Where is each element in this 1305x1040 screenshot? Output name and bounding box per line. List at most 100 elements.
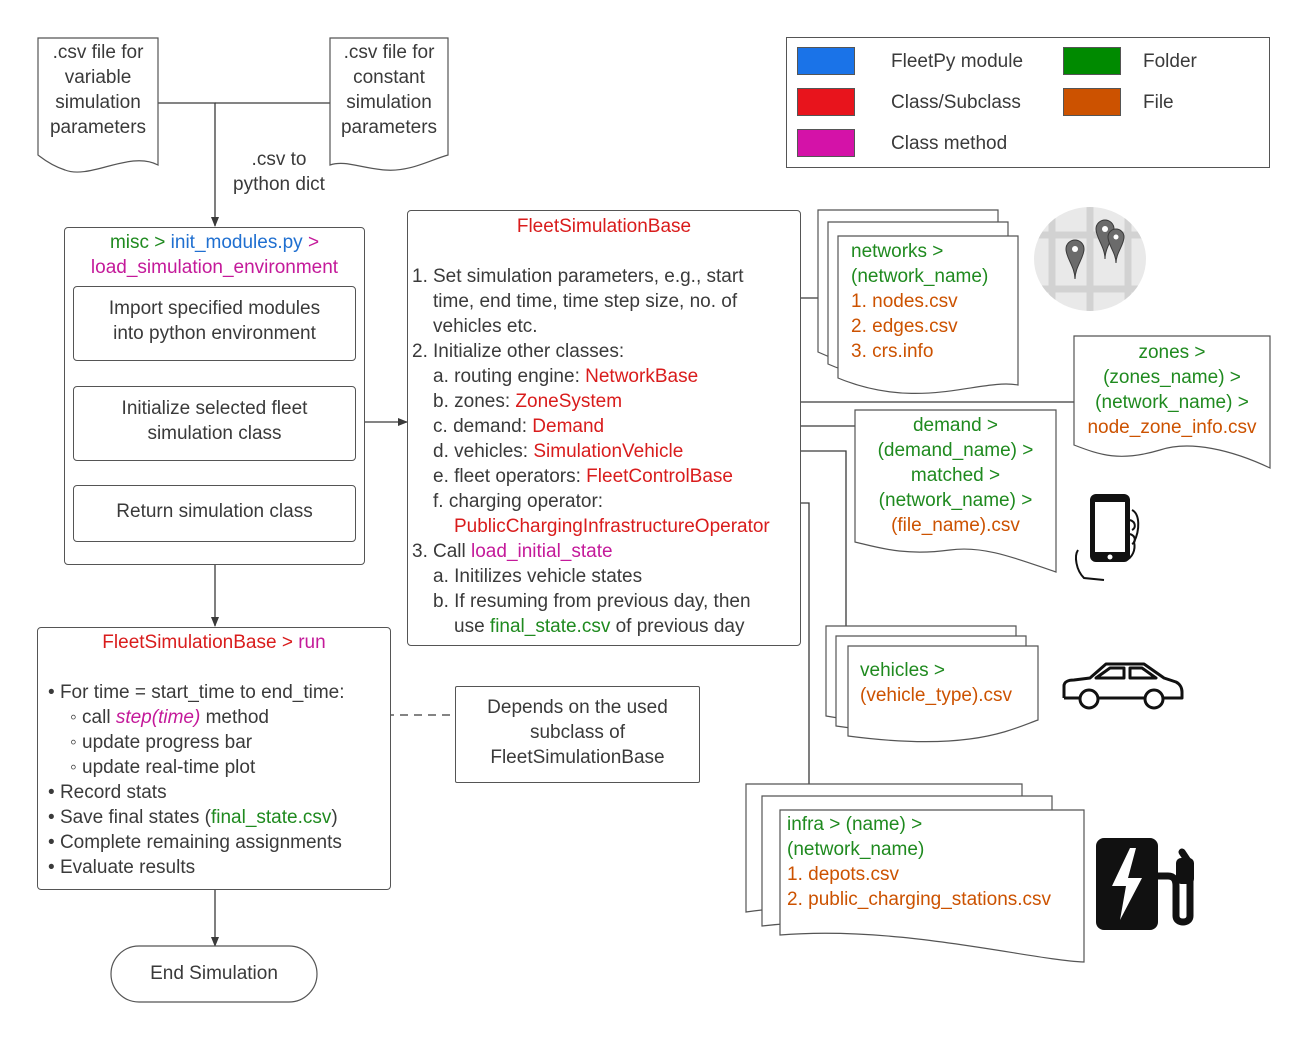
- fsb-line: a. Initilizes vehicle states: [433, 564, 642, 589]
- fsb-title: FleetSimulationBase: [516, 216, 692, 237]
- item-label: charging operator:: [448, 491, 604, 512]
- folder-name: (demand_name) >: [877, 440, 1034, 461]
- run-bullet: • Record stats: [48, 780, 167, 805]
- folder-name: (network_name) >: [1095, 392, 1249, 413]
- item-label: zones:: [454, 391, 516, 412]
- fsb-line: b. If resuming from previous day, then: [433, 589, 751, 614]
- file-name: (vehicle_type).csv: [860, 685, 1013, 706]
- list-number: 2.: [412, 341, 428, 362]
- item-label: Initilizes vehicle states: [454, 566, 643, 587]
- item-label: routing engine:: [454, 366, 586, 387]
- conversion-label: .csv to: [251, 149, 307, 170]
- list-number: 3.: [412, 541, 428, 562]
- variable-csv-line: parameters: [49, 117, 147, 138]
- run-text: method: [200, 707, 269, 728]
- run-sub-bullet: ◦ update progress bar: [70, 730, 252, 755]
- file-final-state: final_state.csv: [210, 807, 332, 828]
- folder-name: matched >: [910, 465, 1001, 486]
- folder-name: networks >: [851, 241, 944, 262]
- method-run: run: [298, 632, 326, 653]
- legend-label: Folder: [1143, 51, 1197, 72]
- folder-name: infra > (name) >: [787, 814, 923, 835]
- note-text: Depends on the used: [487, 697, 668, 718]
- file-entry: 1. nodes.csv: [851, 289, 958, 314]
- step-return-simulation-class: Return simulation class: [73, 485, 356, 542]
- class-name: SimulationVehicle: [533, 441, 684, 462]
- folder-name: zones >: [1138, 342, 1206, 363]
- run-sub-bullet: ◦ call step(time) method: [70, 705, 269, 730]
- class-name: ZoneSystem: [515, 391, 623, 412]
- bullet-icon: •: [48, 857, 55, 878]
- legend-swatch-folder: [1063, 47, 1121, 75]
- legend-swatch-file: [1063, 88, 1121, 116]
- class-name: NetworkBase: [585, 366, 699, 387]
- module-init-modules: init_modules.py: [170, 232, 303, 253]
- run-text: update real-time plot: [82, 757, 256, 778]
- init-item-routing: a. routing engine: NetworkBase: [433, 364, 698, 389]
- note-text: FleetSimulationBase: [490, 747, 665, 768]
- run-text: Record stats: [59, 782, 167, 803]
- folder-name: vehicles >: [860, 660, 946, 681]
- run-text: update progress bar: [82, 732, 253, 753]
- depends-note: Depends on the used subclass of FleetSim…: [455, 686, 700, 783]
- list-mark: a.: [433, 566, 449, 587]
- run-block: FleetSimulationBase > run • For time = s…: [37, 627, 391, 890]
- file-entry: 2. public_charging_stations.csv: [787, 887, 1051, 912]
- init-modules-block: misc > init_modules.py > load_simulation…: [64, 227, 365, 565]
- item-label: fleet operators:: [454, 466, 587, 487]
- list-mark: d.: [433, 441, 449, 462]
- file-name: (file_name).csv: [891, 515, 1020, 536]
- legend: FleetPy module Folder Class/Subclass Fil…: [786, 37, 1270, 168]
- legend-label: Class method: [891, 133, 1008, 154]
- file-entry: 2. edges.csv: [851, 314, 958, 339]
- file-name: nodes.csv: [872, 291, 958, 312]
- init-item-demand: c. demand: Demand: [433, 414, 604, 439]
- file-number: 1.: [851, 291, 867, 312]
- file-number: 3.: [851, 341, 867, 362]
- item-label: use: [454, 616, 490, 637]
- file-name: crs.info: [872, 341, 934, 362]
- fsb-line: Call load_initial_state: [433, 539, 613, 564]
- run-text: Save final states (: [59, 807, 211, 828]
- file-name: node_zone_info.csv: [1087, 417, 1257, 438]
- method-load-simulation-environment: load_simulation_environment: [90, 257, 339, 278]
- init-item-charging: f. charging operator:: [433, 489, 603, 514]
- class-name: FleetControlBase: [586, 466, 733, 487]
- folder-name: (network_name) >: [878, 490, 1033, 511]
- file-number: 2.: [851, 316, 867, 337]
- step-import-modules: Import specified modules into python env…: [73, 286, 356, 361]
- list-mark: e.: [433, 466, 449, 487]
- run-bullet: • Save final states (final_state.csv): [48, 805, 338, 830]
- bullet-icon: •: [48, 682, 55, 703]
- sub-bullet-icon: ◦: [70, 732, 77, 753]
- legend-swatch-class: [797, 88, 855, 116]
- item-label: demand:: [453, 416, 533, 437]
- run-text: call: [82, 707, 116, 728]
- map-icon: [1034, 207, 1146, 311]
- car-icon: [1062, 662, 1184, 710]
- run-bullet: • Complete remaining assignments: [48, 830, 342, 855]
- folder-misc: misc: [109, 232, 149, 253]
- variable-csv-line: variable: [64, 67, 132, 88]
- class-name: FleetSimulationBase: [102, 632, 277, 653]
- file-name: public_charging_stations.csv: [808, 889, 1052, 910]
- list-mark: a.: [433, 366, 449, 387]
- constant-csv-line: parameters: [340, 117, 438, 138]
- run-bullet: • Evaluate results: [48, 855, 195, 880]
- fsb-line: Set simulation parameters, e.g., start: [433, 266, 744, 287]
- constant-csv-line: simulation: [346, 92, 432, 113]
- fsb-line: vehicles etc.: [433, 316, 538, 337]
- constant-csv-line: constant: [353, 67, 425, 88]
- step-text: Initialize selected fleet: [121, 398, 308, 419]
- folder-name: (network_name): [851, 266, 989, 287]
- folder-name: (zones_name) >: [1103, 367, 1241, 388]
- fsb-line: use final_state.csv of previous day: [454, 614, 744, 639]
- file-name: depots.csv: [808, 864, 899, 885]
- variable-csv-line: .csv file for: [52, 42, 144, 63]
- run-text: ): [331, 807, 338, 828]
- path-separator: >: [149, 232, 171, 253]
- init-item-vehicles: d. vehicles: SimulationVehicle: [433, 439, 683, 464]
- run-text: Evaluate results: [59, 857, 196, 878]
- note-text: subclass of: [529, 722, 626, 743]
